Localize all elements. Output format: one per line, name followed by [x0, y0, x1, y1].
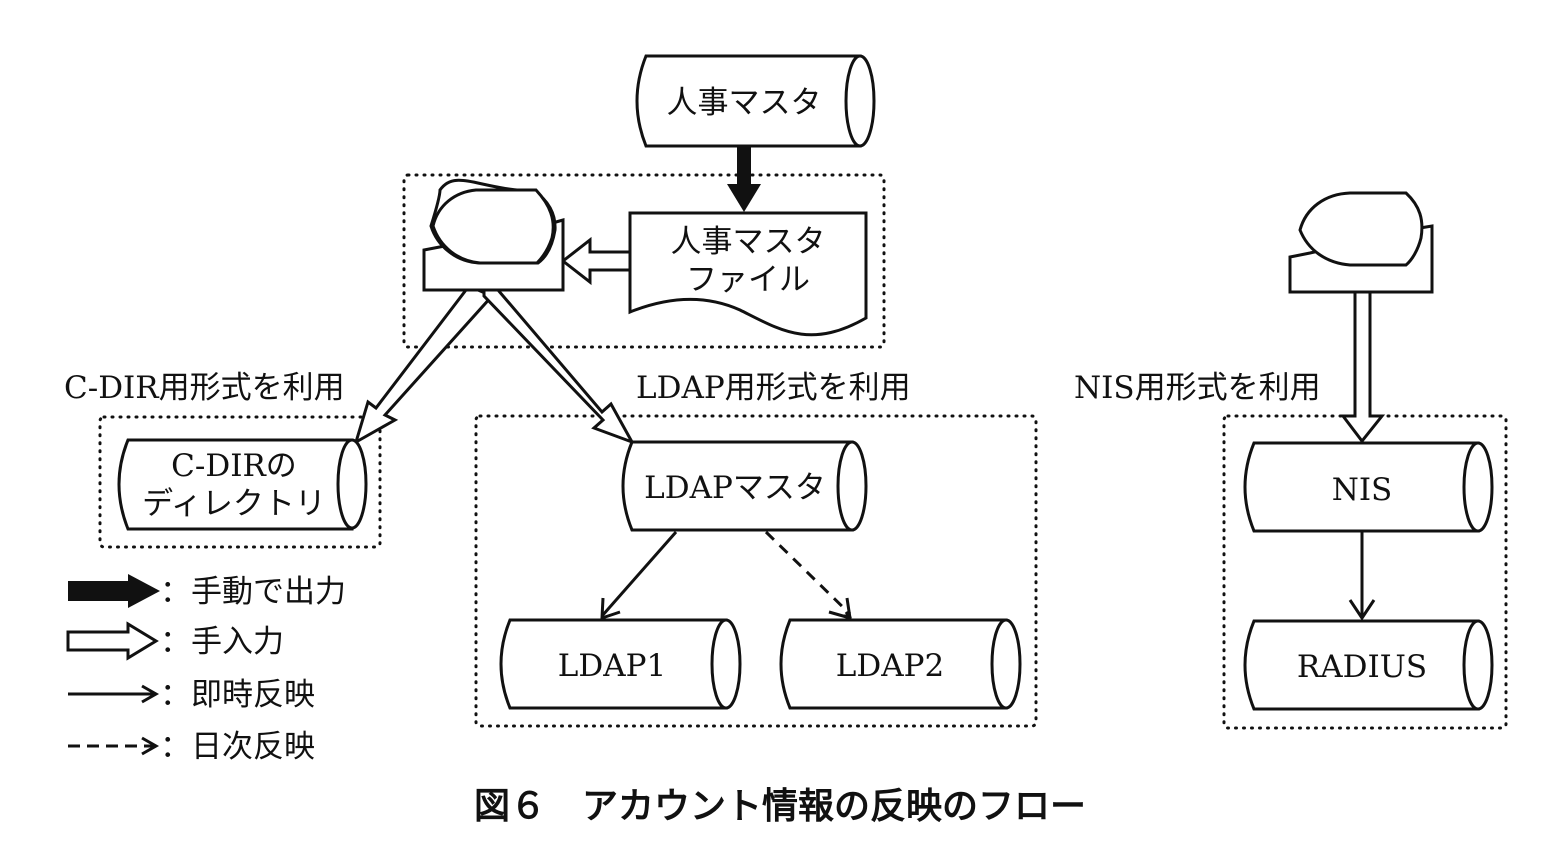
- cdir-label-line2: ディレクトリ: [142, 486, 326, 522]
- terminal-icon-right: [1288, 191, 1434, 294]
- cdir-label-line1: C-DIRの: [171, 448, 297, 484]
- legend-item-immediate: ：即時反映: [68, 677, 315, 713]
- ldap1-label: LDAP1: [558, 648, 666, 684]
- ldap2-label: LDAP2: [836, 648, 944, 684]
- legend-hollow-arrow-icon: [66, 621, 159, 661]
- nis-label: NIS: [1332, 472, 1393, 508]
- nis-cylinder: NIS: [1243, 441, 1494, 533]
- legend-label-immediate: ：即時反映: [160, 677, 315, 713]
- ldap1-cylinder: LDAP1: [499, 618, 742, 710]
- manual-input-arrow-to-nis: [1339, 290, 1386, 444]
- ldap2-cylinder: LDAP2: [779, 618, 1022, 710]
- hr-master-label: 人事マスタ: [667, 85, 822, 121]
- group-box-terminal-file: [402, 173, 886, 349]
- ldap-master-label: LDAPマスタ: [644, 470, 826, 506]
- legend-label-manual-input: ：手入力: [160, 624, 284, 660]
- figure-caption: 図６ アカウント情報の反映のフロー: [474, 786, 1086, 827]
- nis-format-label: NIS用形式を利用: [1074, 370, 1321, 406]
- hr-master-file-label-line1: 人事マスタ: [671, 224, 826, 260]
- radius-cylinder: RADIUS: [1243, 619, 1494, 711]
- legend-label-manual-output: ：手動で出力: [160, 574, 346, 610]
- terminal-icon-left: [422, 178, 565, 292]
- legend-item-daily: ：日次反映: [68, 729, 315, 765]
- cdir-format-label: C-DIR用形式を利用: [64, 370, 345, 406]
- group-box-cdir: [98, 415, 382, 549]
- legend-item-manual-input: ：手入力: [66, 621, 284, 661]
- legend-label-daily: ：日次反映: [160, 729, 315, 765]
- legend-item-manual-output: ：手動で出力: [68, 574, 346, 610]
- cdir-directory-cylinder: C-DIRの ディレクトリ: [117, 438, 368, 531]
- immediate-sync-arrow-ldap1: [600, 531, 678, 621]
- ldap-master-cylinder: LDAPマスタ: [621, 440, 868, 532]
- immediate-sync-arrow-radius: [1348, 531, 1376, 621]
- daily-sync-arrow-ldap2: [764, 530, 852, 621]
- hr-master-cylinder: 人事マスタ: [635, 54, 876, 148]
- manual-input-arrow-to-ldap-master: [482, 288, 636, 445]
- radius-label: RADIUS: [1297, 649, 1427, 685]
- hr-master-file-label-line2: ファイル: [686, 262, 810, 298]
- hr-master-file-document: 人事マスタ ファイル: [628, 211, 868, 337]
- manual-output-arrow: [727, 146, 761, 212]
- legend: ：手動で出力 ：手入力 ：即時反映 ：日次反映: [66, 574, 346, 765]
- legend-thick-arrow-icon: [68, 581, 130, 601]
- group-box-ldap: [474, 414, 1038, 728]
- manual-input-arrow-to-cdir: [353, 288, 495, 446]
- manual-input-arrow-file-to-terminal: [560, 236, 632, 286]
- ldap-format-label: LDAP用形式を利用: [636, 370, 911, 406]
